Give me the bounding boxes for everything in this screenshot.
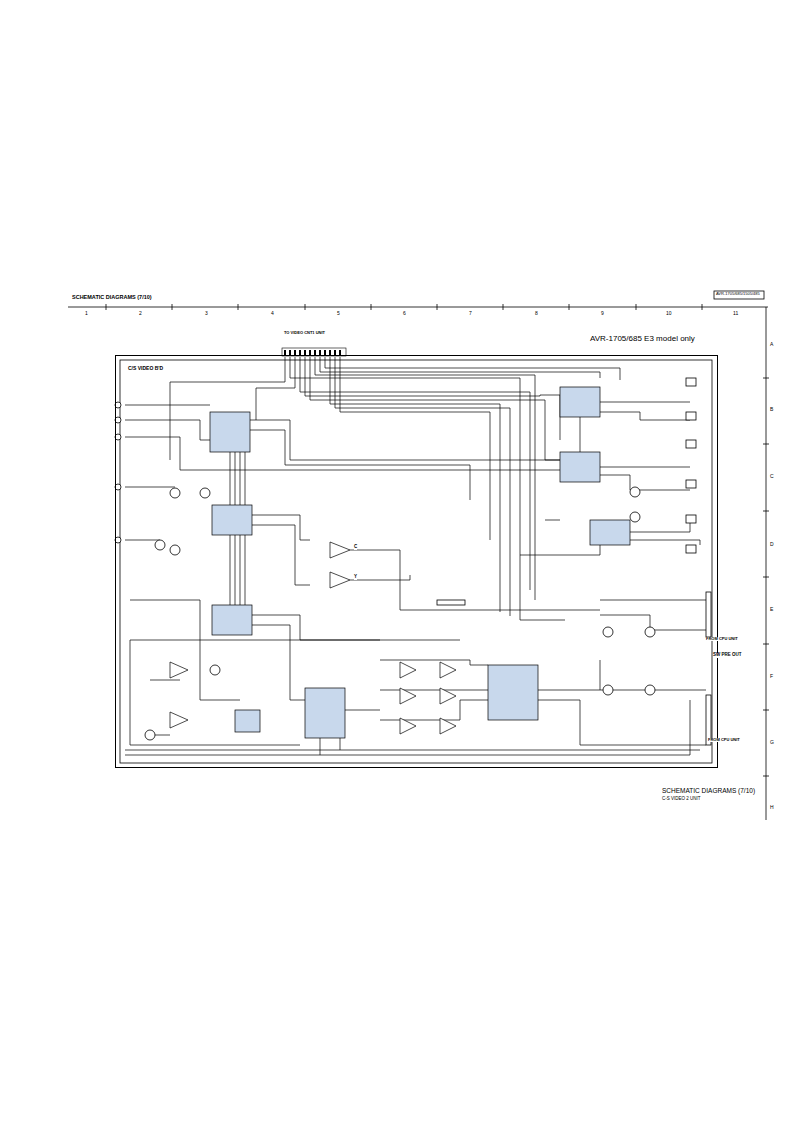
board-heading: C/S VIDEO B'D	[128, 365, 163, 371]
grid-letter: F	[770, 674, 773, 680]
signal-name: C	[354, 545, 357, 550]
grid-number: 2	[139, 311, 142, 317]
grid-letter: E	[770, 607, 773, 613]
connector-label: SW PRE OUT	[713, 653, 742, 658]
grid-letter: H	[770, 805, 774, 811]
grid-letter: A	[770, 342, 773, 348]
page-title: SCHEMATIC DIAGRAMS (7/10)	[72, 294, 152, 300]
grid-number: 8	[535, 311, 538, 317]
grid-letter: D	[770, 542, 774, 548]
caption-subtitle: C-S VIDEO 2 UNIT	[662, 797, 701, 802]
connector-label: TO VIDEO CNT1 UNIT	[284, 331, 325, 335]
board-outline: C/S VIDEO B'D	[115, 355, 718, 768]
model-note: AVR-1705/685 E3 model only	[590, 335, 695, 344]
grid-number: 5	[337, 311, 340, 317]
grid-number: 9	[601, 311, 604, 317]
model-number: AVR-1705/685/1505/485	[716, 292, 760, 296]
grid-letter: B	[770, 407, 773, 413]
grid-number: 1	[85, 311, 88, 317]
grid-letter: G	[770, 740, 774, 746]
connector-label: FROM CPU UNIT	[708, 738, 740, 742]
grid-number: 4	[271, 311, 274, 317]
signal-name: Y	[354, 575, 357, 580]
grid-number: 6	[403, 311, 406, 317]
grid-number: 10	[666, 311, 672, 317]
grid-letter: C	[770, 474, 774, 480]
connector-label: FROM CPU UNIT	[706, 637, 738, 641]
grid-number: 3	[205, 311, 208, 317]
page-caption: SCHEMATIC DIAGRAMS (7/10)	[662, 787, 755, 794]
grid-number: 11	[733, 311, 738, 317]
grid-number: 7	[469, 311, 472, 317]
